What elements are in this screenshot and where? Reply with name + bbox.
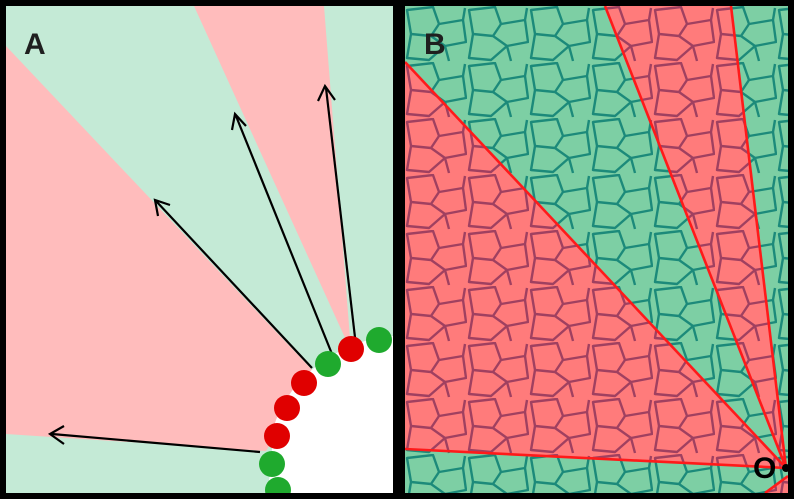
cell-green — [259, 451, 285, 477]
arrow-1 — [51, 432, 261, 454]
cell-red — [338, 336, 364, 362]
panel-a-label: A — [24, 28, 46, 61]
cell-red — [264, 423, 290, 449]
arrow-2 — [155, 200, 313, 369]
arrow-4-head — [317, 83, 336, 102]
arrow-3 — [234, 115, 334, 355]
arrow-1-head — [47, 425, 65, 445]
panel-a-diagram — [6, 6, 393, 493]
arrows — [47, 83, 358, 454]
cell-green — [265, 477, 291, 493]
panel-b-diagram — [405, 6, 788, 493]
red-sector-large — [6, 46, 316, 451]
sector-borders — [405, 6, 788, 493]
arrow-2-head — [153, 198, 171, 217]
cell-green — [315, 351, 341, 377]
cell-red — [274, 395, 300, 421]
origin-point — [782, 464, 788, 472]
panel-b: B O — [399, 0, 794, 499]
cells — [259, 327, 392, 493]
panel-b-label: B — [424, 28, 446, 61]
cell-green — [366, 327, 392, 353]
cell-red — [291, 370, 317, 396]
empty-region — [268, 336, 393, 493]
origin-label: O — [753, 452, 777, 485]
panel-a: A — [0, 0, 399, 499]
arrow-3-head — [230, 111, 247, 131]
arrow-4 — [324, 87, 358, 347]
red-sector-small — [194, 6, 351, 351]
